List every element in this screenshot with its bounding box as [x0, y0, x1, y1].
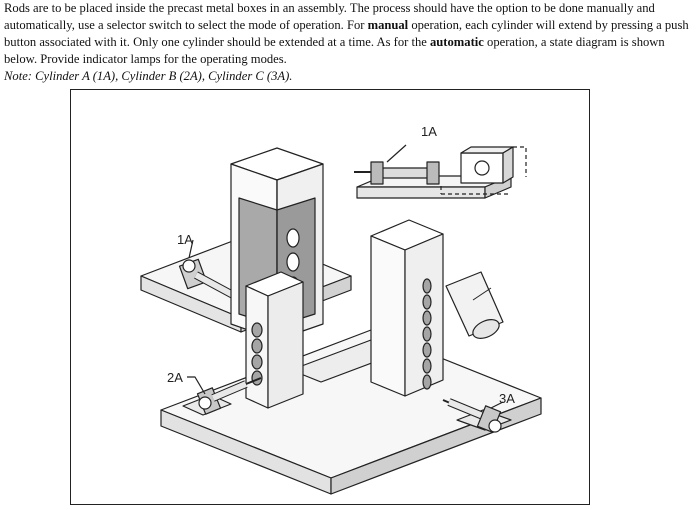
assembly-figure: 1A 1A 2A 3A	[70, 89, 590, 505]
cylinder-1a-label: 1A	[177, 232, 193, 247]
right-conveyor	[445, 271, 504, 339]
inset-cylinder-diagram	[354, 144, 527, 199]
inset-label-leader	[386, 144, 407, 163]
cylinder-1a-leader	[188, 239, 194, 259]
front-right-magazine	[370, 219, 444, 397]
manual-keyword: manual	[367, 18, 409, 32]
problem-text-part-2: operation, each cylinder will extend by …	[4, 18, 689, 49]
cylinder-1a	[178, 239, 250, 305]
problem-text-part-3: operation, a state diagram is shown belo…	[4, 35, 665, 66]
front-left-magazine	[245, 271, 304, 409]
assembly-drawing: 1A 1A 2A 3A	[140, 124, 542, 495]
inset-cylinder-label: 1A	[421, 124, 437, 139]
cylinder-3a	[442, 398, 512, 433]
cylinder-3a-leader	[490, 401, 504, 409]
problem-statement: Rods are to be placed inside the precast…	[4, 0, 698, 85]
cylinder-2a-leader	[187, 376, 206, 395]
automatic-keyword: automatic	[430, 35, 484, 49]
cylinder-3a-label: 3A	[499, 391, 515, 406]
cylinder-2a-label: 2A	[167, 370, 183, 385]
problem-text-part-1: Rods are to be placed inside the precast…	[4, 1, 655, 32]
cylinder-2a	[182, 376, 262, 416]
problem-paragraph: Rods are to be placed inside the precast…	[4, 0, 698, 68]
cylinder-note: Note: Cylinder A (1A), Cylinder B (2A), …	[4, 69, 293, 83]
